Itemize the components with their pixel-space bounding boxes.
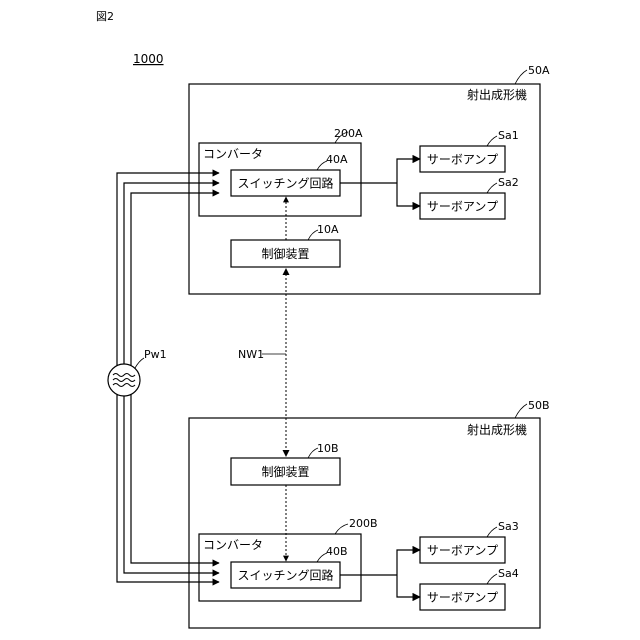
converter-b-leader	[335, 524, 348, 534]
power-wire-a-2	[124, 183, 219, 365]
controller-b-label: 制御装置	[261, 464, 309, 479]
power-source: Pw1	[108, 173, 219, 582]
power-source-ref: Pw1	[144, 348, 167, 361]
machine-a: 50A 射出成形機 コンバータ 200A スイッチング回路 40A 制御装置 1…	[189, 64, 550, 294]
machine-b-ref: 50B	[528, 399, 550, 412]
machine-a-title: 射出成形機	[467, 87, 527, 102]
controller-b-ref: 10B	[317, 442, 339, 455]
servo-amp-sa4-ref: Sa4	[498, 567, 519, 580]
network-arrow-up	[283, 268, 290, 275]
converter-a-ref: 200A	[334, 127, 363, 140]
network-arrow-down	[283, 450, 290, 457]
servo-amp-sa2-ref: Sa2	[498, 176, 519, 189]
converter-b-label: コンバータ	[203, 538, 263, 552]
machine-b-leader	[515, 404, 527, 418]
servo-amp-sa1-label: サーボアンプ	[427, 153, 498, 167]
power-wire-a-1	[117, 173, 219, 370]
machine-b: 50B 射出成形機 制御装置 10B コンバータ 200B スイッチング回路 4…	[189, 399, 550, 628]
servo-amp-sa1-ref: Sa1	[498, 129, 519, 142]
converter-b-ref: 200B	[349, 517, 378, 530]
servo-amp-sa4-leader	[487, 574, 497, 584]
machine-a-leader	[515, 70, 527, 84]
switching-a-to-sa2-arrow	[397, 183, 420, 206]
power-wire-a-3	[131, 193, 219, 370]
switching-circuit-b-label: スイッチング回路	[237, 568, 333, 583]
figure-label: 図2	[96, 10, 114, 23]
servo-amp-sa3-label: サーボアンプ	[427, 544, 498, 558]
network-nw1: NW1	[238, 268, 290, 457]
switching-circuit-b-ref: 40B	[326, 545, 348, 558]
servo-amp-sa3-ref: Sa3	[498, 520, 519, 533]
switching-a-to-sa1-arrow	[397, 159, 420, 183]
power-wire-b-3	[117, 390, 219, 582]
converter-a-label: コンバータ	[203, 147, 263, 161]
servo-amp-sa1-leader	[487, 136, 497, 146]
ac-source-icon	[108, 364, 140, 396]
power-source-leader	[135, 358, 144, 368]
servo-amp-sa2-leader	[487, 183, 497, 193]
switching-circuit-a-label: スイッチング回路	[237, 176, 333, 191]
system-ref-label: 1000	[133, 52, 164, 66]
switching-circuit-a-ref: 40A	[326, 153, 348, 166]
machine-a-ref: 50A	[528, 64, 550, 77]
network-ref: NW1	[238, 348, 264, 361]
servo-amp-sa4-label: サーボアンプ	[427, 591, 498, 605]
controller-a-ref: 10A	[317, 223, 339, 236]
machine-b-title: 射出成形機	[467, 422, 527, 437]
controller-a-label: 制御装置	[261, 246, 309, 261]
servo-amp-sa3-leader	[487, 527, 497, 537]
switching-b-to-sa4-arrow	[397, 575, 420, 597]
switching-b-to-sa3-arrow	[397, 550, 420, 575]
servo-amp-sa2-label: サーボアンプ	[427, 200, 498, 214]
